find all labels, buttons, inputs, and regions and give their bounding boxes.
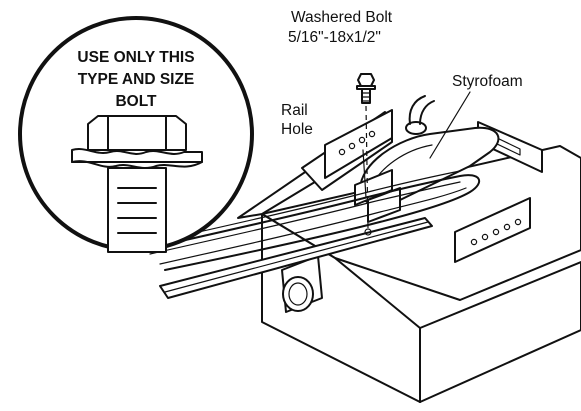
callout-line-2: TYPE AND SIZE [78,71,195,88]
callout-line-3: BOLT [115,93,157,110]
bolt-label-line-2: 5/16"-18x1/2" [288,29,381,46]
bolt-label-line-1: Washered Bolt [291,9,393,26]
callout-line-1: USE ONLY THIS [77,49,194,66]
rail-hole [364,228,372,236]
rail-hole-label-line-1: Rail [281,102,308,119]
styrofoam-leader [429,91,471,159]
rail [159,217,433,299]
bolt-detail-icon [18,16,254,253]
washered-bolt-icon [356,73,376,104]
rail-hole-leader [362,149,367,199]
rail-hole-label-line-2: Hole [281,121,313,138]
styrofoam-label: Styrofoam [452,73,523,90]
alignment-line [365,105,369,229]
